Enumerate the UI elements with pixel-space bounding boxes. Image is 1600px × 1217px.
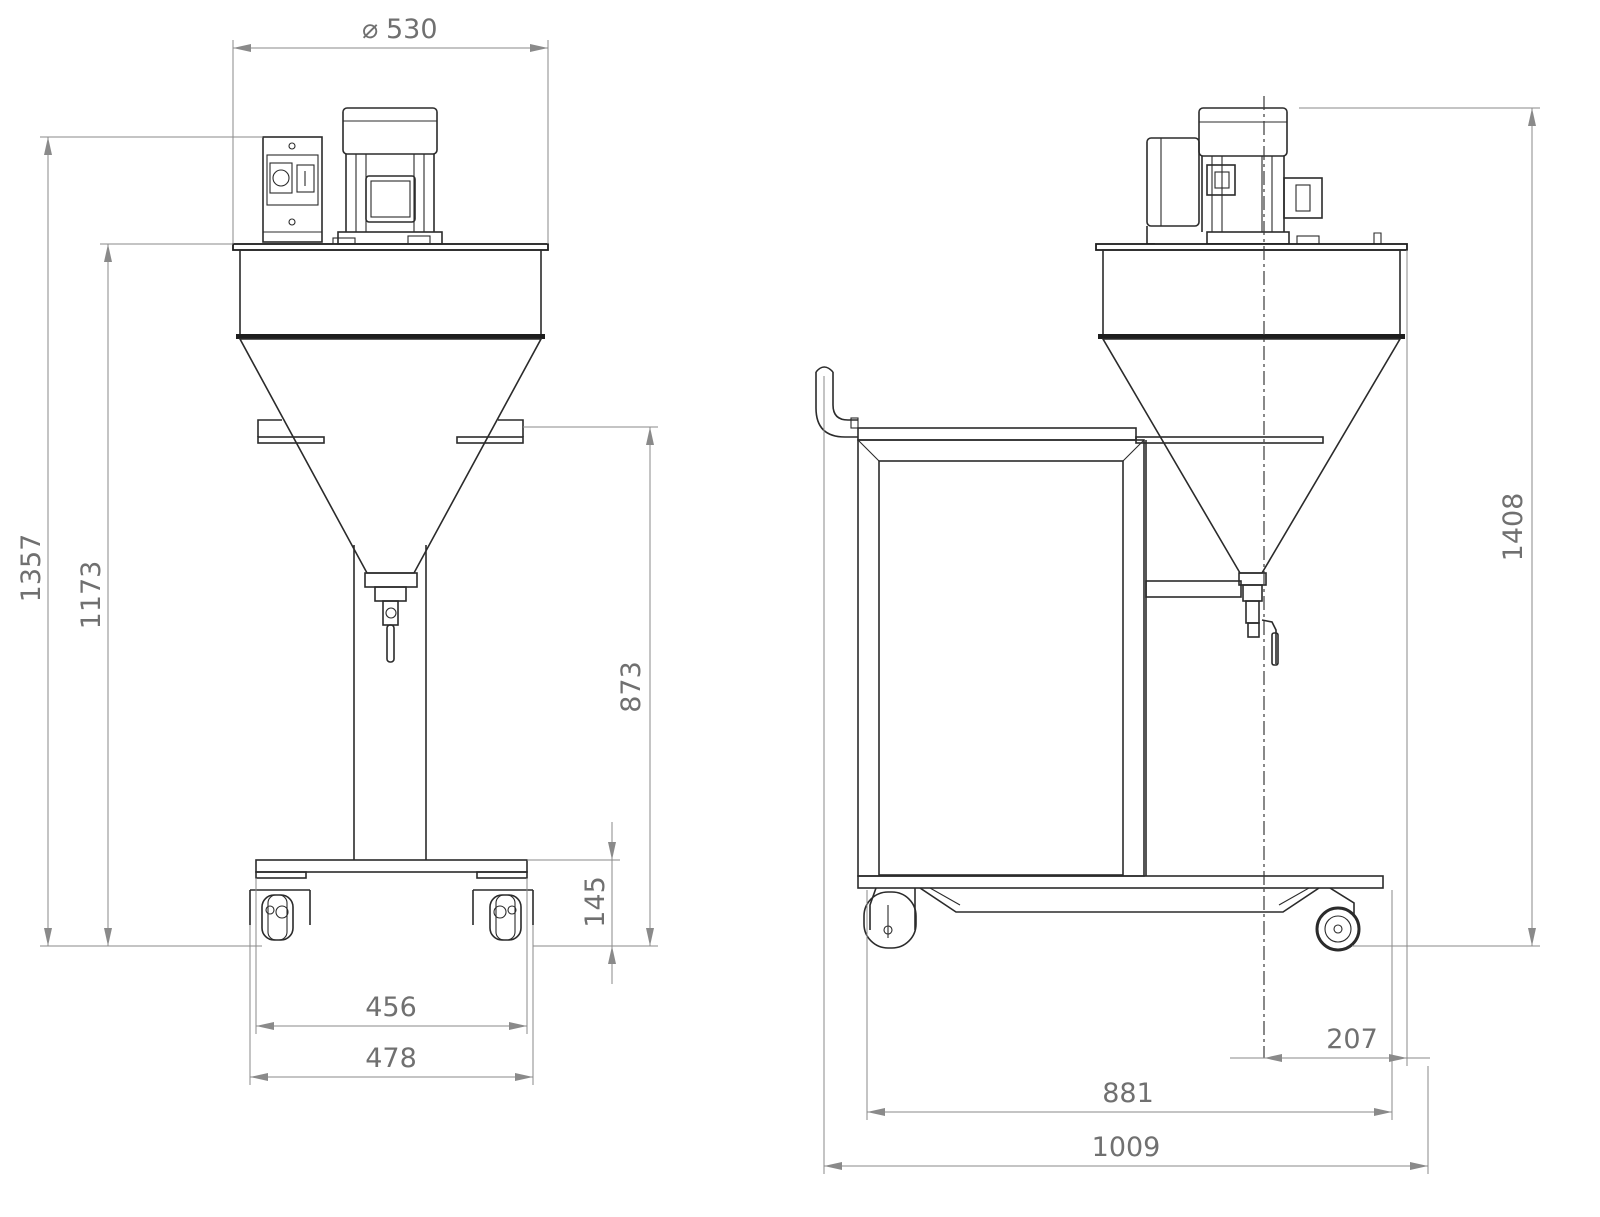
dim-base-inner-width: 456 [255, 878, 528, 1034]
dim-base-length: 881 [866, 890, 1393, 1120]
side-outlet-valve [1238, 572, 1279, 666]
switch-box [262, 136, 323, 243]
front-caster-left [249, 871, 311, 941]
side-wheel-right [1315, 887, 1361, 952]
front-column [353, 545, 427, 860]
front-motor [332, 107, 443, 245]
front-view: ⌀ 530 1357 1173 873 [16, 14, 658, 1085]
front-caster-right [472, 871, 534, 941]
front-cylinder [236, 249, 545, 339]
dim-base-inner-width-label: 456 [365, 992, 417, 1023]
dim-table-height: 873 [523, 426, 658, 947]
dim-base-length-label: 881 [1102, 1078, 1154, 1109]
dim-overall-length-label: 1009 [1092, 1132, 1161, 1163]
side-cone [1101, 338, 1402, 574]
side-cylinder [1098, 249, 1405, 339]
dim-table-height-label: 873 [616, 661, 647, 713]
front-cone [238, 338, 543, 574]
dim-overall-height: 1357 [16, 136, 263, 947]
dim-top-diameter: ⌀ 530 [232, 14, 549, 244]
dim-base-height: 145 [527, 822, 620, 984]
side-view: 1408 207 881 1009 [815, 96, 1540, 1174]
dim-side-overall-height: 1408 [1299, 107, 1540, 947]
dim-overall-height-label: 1357 [16, 534, 47, 603]
dim-wheel-offset: 207 [1230, 250, 1430, 1066]
dim-hopper-top-height: 1173 [76, 243, 233, 946]
front-top-plate [232, 243, 549, 251]
dim-overall-length: 1009 [823, 376, 1429, 1174]
dim-base-outer-width-label: 478 [365, 1043, 417, 1074]
dim-hopper-top-height-label: 1173 [76, 561, 107, 630]
dim-top-diameter-label: 530 [386, 14, 438, 45]
dim-wheel-offset-label: 207 [1326, 1024, 1378, 1055]
diameter-symbol: ⌀ [362, 14, 378, 45]
dim-side-overall-height-label: 1408 [1498, 493, 1529, 562]
side-trolley-frame [815, 366, 1384, 913]
dim-base-height-label: 145 [580, 876, 611, 928]
side-support-arm [1145, 580, 1242, 598]
dim-base-outer-width: 478 [249, 925, 534, 1085]
front-outlet-valve [364, 572, 418, 663]
side-top-plate [1095, 243, 1408, 251]
front-base [255, 859, 528, 873]
side-wheel-left [863, 887, 917, 949]
